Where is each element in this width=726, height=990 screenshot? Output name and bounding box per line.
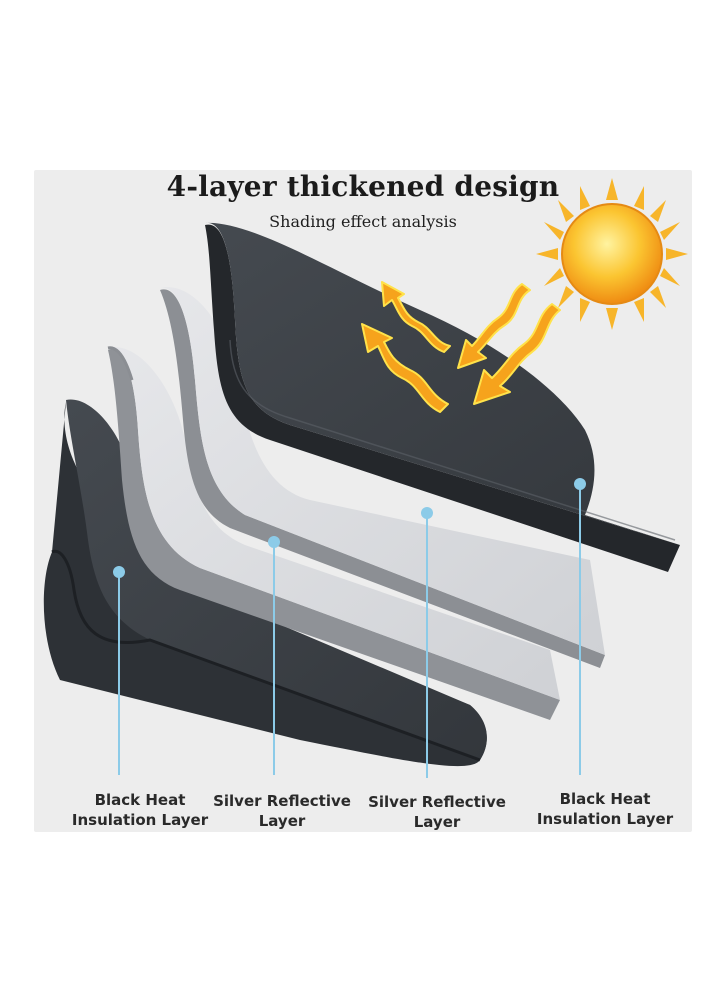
silver-reflective-layer-2 [160, 287, 605, 668]
label-black-heat-insulation-front: Black Heat Insulation Layer [520, 789, 690, 829]
leader-dot-1 [113, 566, 125, 578]
label-silver-reflective-2: Silver Reflective Layer [352, 792, 522, 832]
heat-arrow-icon [361, 281, 561, 413]
label-line: Silver Reflective [213, 792, 351, 810]
label-line: Black Heat [559, 790, 651, 808]
label-line: Insulation Layer [71, 811, 209, 829]
diagram-title: 4-layer thickened design [166, 170, 560, 203]
label-line: Black Heat [94, 791, 186, 809]
sun-icon [536, 178, 688, 330]
leader-dot-2 [268, 536, 280, 548]
black-insulation-layer-back [43, 399, 487, 767]
label-line: Layer [413, 813, 461, 831]
black-insulation-layer-front [205, 222, 680, 572]
leader-dot-3 [421, 507, 433, 519]
silver-reflective-layer-1 [107, 346, 560, 720]
label-line: Layer [258, 812, 306, 830]
diagram-subtitle: Shading effect analysis [269, 212, 457, 231]
leader-lines [113, 478, 586, 778]
leader-dot-4 [574, 478, 586, 490]
label-line: Insulation Layer [536, 810, 674, 828]
label-silver-reflective-1: Silver Reflective Layer [197, 791, 367, 831]
label-line: Silver Reflective [368, 793, 506, 811]
label-black-heat-insulation-back: Black Heat Insulation Layer [55, 790, 225, 830]
